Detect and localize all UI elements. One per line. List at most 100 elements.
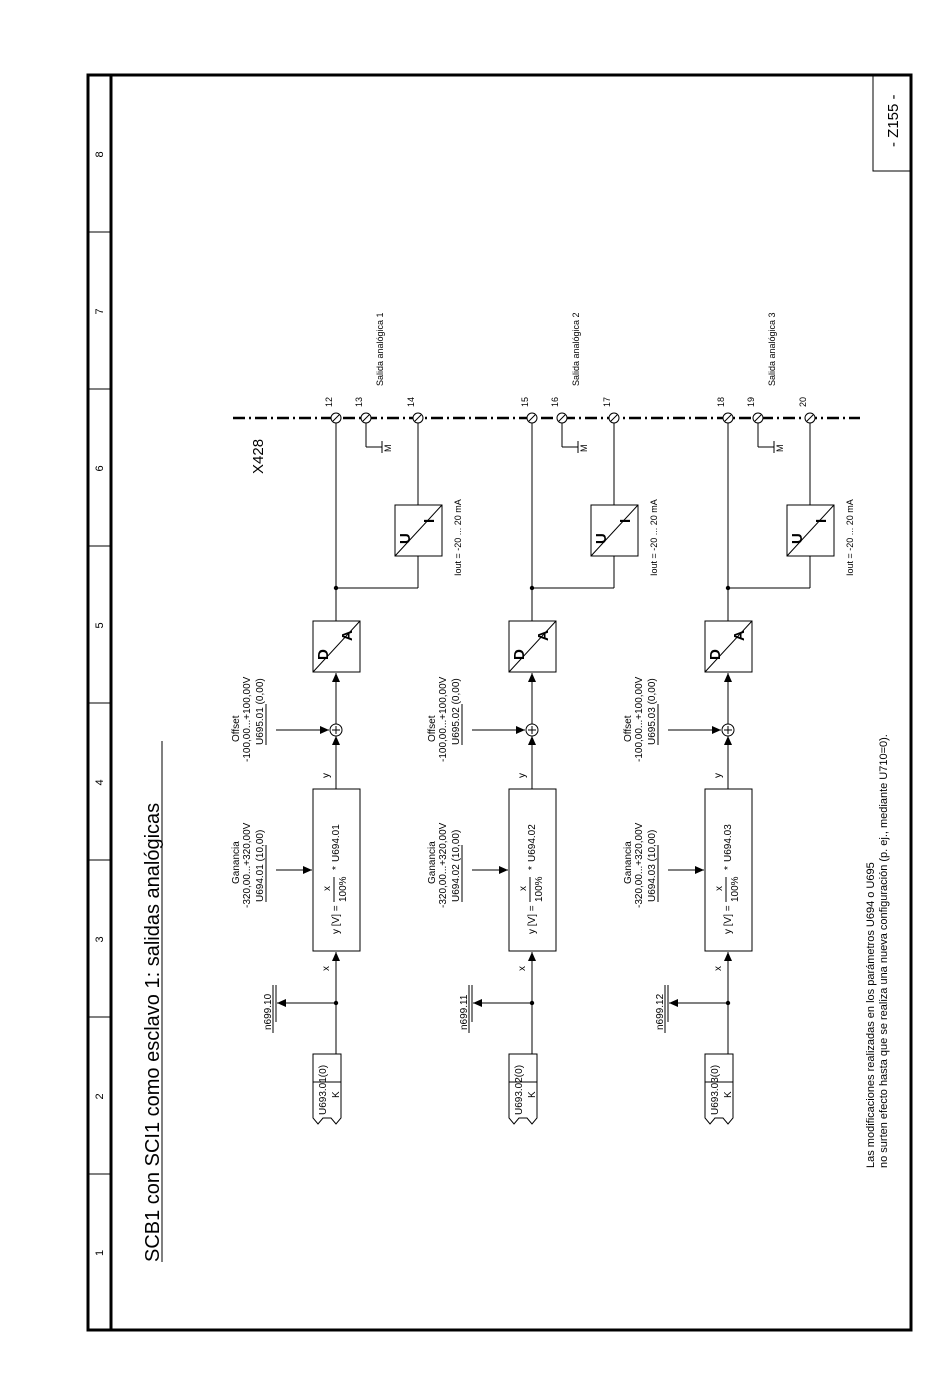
terminal-slash [414,414,422,422]
gain-param: U694.03 (10,00) [647,830,658,902]
column-number: 1 [94,1250,106,1256]
source-type: K [527,1091,538,1098]
formula-numerator: x [322,886,333,891]
gain-title: Ganancia [427,841,438,884]
iout-label: Iout = -20 ... 20 mA [649,499,659,576]
y-label: y [517,773,528,778]
page-frame [86,73,913,1332]
ui-label-u: U [397,533,414,544]
formula-multiply: * [723,866,734,870]
terminal-slash [610,414,618,422]
analog-output-name: Salida analógica 2 [571,312,581,386]
x-label: x [517,966,528,971]
terminal-number: 16 [550,397,560,407]
monitor-param: n699.10 [263,993,274,1030]
offset-param: U695.03 (0,00) [647,678,658,745]
page-label: - Z155 - [885,94,902,147]
terminal-slash [528,414,536,422]
source-connector-box [704,1053,734,1125]
x-label: x [713,966,724,971]
da-diagonal [508,620,557,673]
ui-diagonal [590,504,639,557]
terminal-number: 12 [324,397,334,407]
x-label: x [321,966,332,971]
terminal-slash [724,414,732,422]
formula-multiply: * [527,866,538,870]
source-param: U693.01(0) [318,1065,329,1115]
column-number: 4 [94,779,106,785]
terminal-number: 19 [746,397,756,407]
da-label-d: D [707,649,724,660]
ui-label-i: I [421,519,438,523]
da-label-d: D [511,649,528,660]
formula-denominator: 100% [534,876,545,902]
formula-numerator: x [714,886,725,891]
formula-denominator: 100% [338,876,349,902]
formula-rhs: U694.01 [331,824,342,862]
ground-label: M [579,445,589,453]
source-type: K [723,1091,734,1098]
formula-rhs: U694.02 [527,824,538,862]
source-type: K [331,1091,342,1098]
formula-denominator: 100% [730,876,741,902]
column-number: 8 [94,151,106,157]
gain-range: -320,00...+320,00V [438,822,449,908]
monitor-param: n699.11 [459,994,470,1030]
formula-lhs: y [V] = [331,905,342,934]
column-number: 6 [94,465,106,471]
analog-output-name: Salida analógica 1 [375,312,385,386]
offset-title: Offset [231,715,242,742]
y-label: y [713,773,724,778]
column-number: 7 [94,308,106,314]
formula-lhs: y [V] = [723,905,734,934]
column-number: 5 [94,622,106,628]
formula-multiply: * [331,866,342,870]
y-label: y [321,773,332,778]
terminal-slash [754,414,762,422]
gain-param: U694.02 (10,00) [451,830,462,902]
da-label-a: A [731,630,748,641]
formula-lhs: y [V] = [527,905,538,934]
offset-param: U695.01 (0,00) [255,678,266,745]
formula-numerator: x [518,886,529,891]
terminal-slash [806,414,814,422]
offset-range: -100,00...+100,00V [242,676,253,762]
terminal-slash [362,414,370,422]
source-connector-box [508,1053,538,1125]
da-label-a: A [535,630,552,641]
offset-range: -100,00...+100,00V [438,676,449,762]
da-label-d: D [315,649,332,660]
terminal-number: 15 [520,397,530,407]
offset-title: Offset [427,715,438,742]
note-line-2: no surten efecto hasta que se realiza un… [878,734,890,1168]
connector-label: X428 [250,439,267,474]
formula-rhs: U694.03 [723,824,734,862]
terminal-slash [558,414,566,422]
terminal-number: 13 [354,397,364,407]
source-param: U693.02(0) [514,1065,525,1115]
source-param: U693.03(0) [710,1065,721,1115]
ground-label: M [775,445,785,453]
ui-label-u: U [789,533,806,544]
ui-diagonal [394,504,443,557]
gain-range: -320,00...+320,00V [242,822,253,908]
ground-label: M [383,445,393,453]
offset-title: Offset [623,715,634,742]
iout-label: Iout = -20 ... 20 mA [845,499,855,576]
source-connector-box [312,1053,342,1125]
da-label-a: A [339,630,356,641]
terminal-number: 17 [602,397,612,407]
gain-title: Ganancia [231,841,242,884]
da-diagonal [704,620,753,673]
monitor-param: n699.12 [655,993,666,1030]
analog-output-name: Salida analógica 3 [767,312,777,386]
page-title: SCB1 con SCI1 como esclavo 1: salidas an… [142,803,164,1262]
da-diagonal [312,620,361,673]
column-number: 2 [94,1093,106,1099]
